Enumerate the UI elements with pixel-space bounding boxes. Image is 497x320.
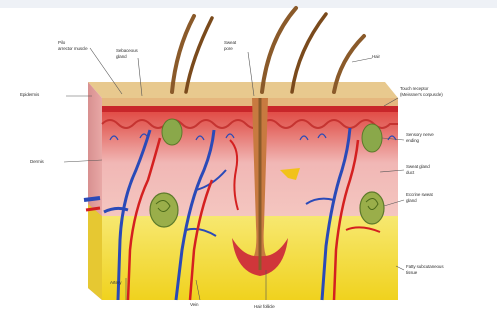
- sweat-gland-right: [360, 192, 384, 224]
- label-sebaceous-gland: Sebaceous gland: [116, 48, 160, 59]
- label-subcutaneous-fat: Fatty subcutaneous tissue: [406, 264, 494, 275]
- label-sweat-gland-duct: Sweat gland duct: [406, 164, 486, 175]
- fat-left-side: [88, 204, 102, 300]
- label-hair: Hair: [372, 54, 402, 60]
- label-dermis: Dermis: [30, 159, 64, 165]
- label-sensory-nerve: Sensory nerve ending: [406, 132, 486, 143]
- epidermis-basal-layer: [102, 106, 398, 112]
- vein-left-edge: [84, 198, 100, 200]
- sweat-gland-left: [150, 193, 178, 227]
- hair-strand-3: [262, 8, 296, 92]
- label-hair-follicle: Hair follicle: [254, 304, 304, 310]
- hair-strand-1: [172, 16, 194, 92]
- hair-strand-2: [186, 18, 212, 92]
- label-pilo-arrector: Pilo arrector muscle: [58, 40, 102, 51]
- hair-strand-4: [292, 14, 326, 92]
- label-vein: Vein: [190, 302, 220, 308]
- label-sweat-pore: Sweat pore: [224, 40, 264, 51]
- sebaceous-gland-left: [162, 119, 182, 145]
- label-epidermis: Epidermis: [20, 92, 66, 98]
- artery-left-edge: [86, 208, 100, 210]
- label-touch-receptor: Touch receptor (Meissner's corpuscle): [400, 86, 490, 97]
- epidermis-top-surface: [88, 82, 398, 98]
- dermis-layer: [102, 98, 398, 216]
- label-sweat-gland: Eccrine sweat gland: [406, 192, 486, 203]
- sebaceous-gland-right: [362, 124, 382, 152]
- label-artery: Artery: [110, 280, 144, 286]
